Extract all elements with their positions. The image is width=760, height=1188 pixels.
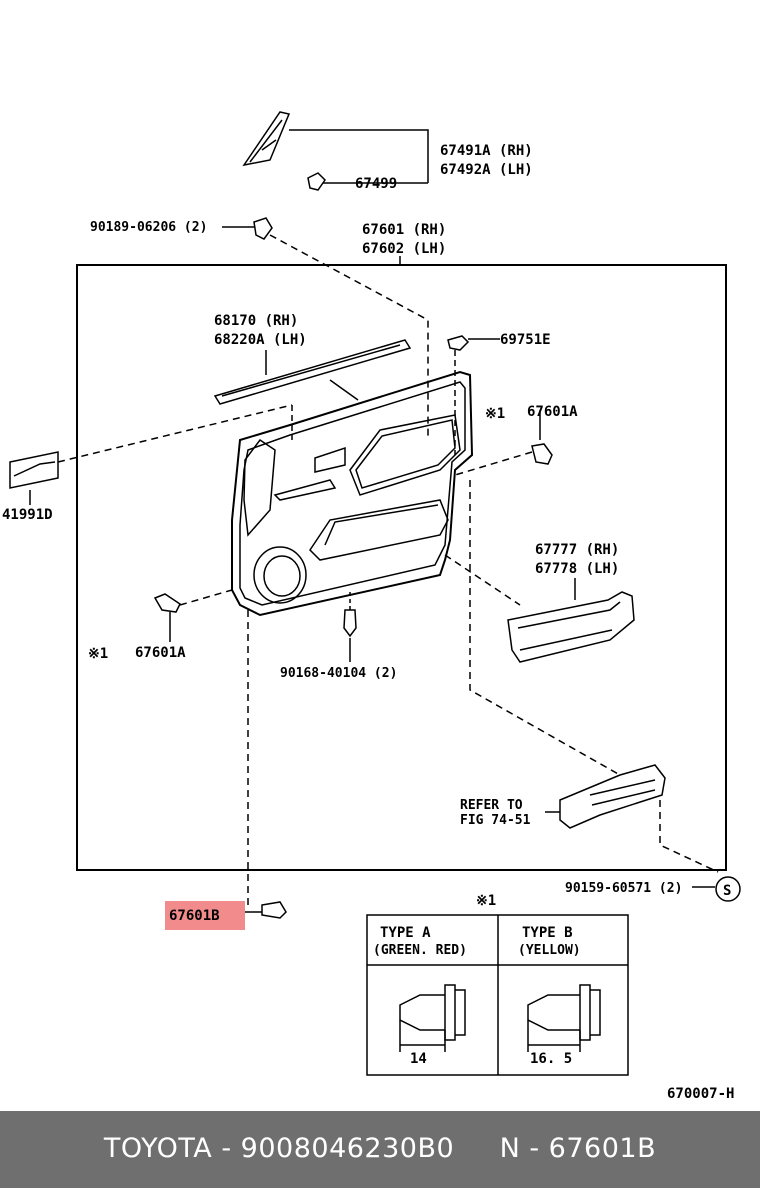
ref-mark-table: ※1 [476, 893, 496, 909]
highlight-67601B [165, 901, 245, 930]
garnish-part [242, 111, 291, 167]
weatherstrip-68170 [213, 339, 412, 405]
switch-base [559, 764, 666, 829]
type-a-clip-drawing [399, 984, 466, 1041]
armrest-67777 [507, 591, 635, 663]
label-67601B: 67601B [169, 908, 220, 924]
screw-90189 [253, 217, 273, 240]
type-b-dimension: 16. 5 [530, 1051, 572, 1067]
label-68170: 68170 (RH) [214, 313, 298, 329]
label-67492A: 67492A (LH) [440, 162, 533, 178]
label-67499: 67499 [355, 176, 397, 192]
label-67777: 67777 (RH) [535, 542, 619, 558]
clip-67601A-left [153, 593, 181, 613]
diagram-code: 670007-H [667, 1086, 734, 1102]
s-symbol-circle [715, 876, 741, 902]
clip-67601A-top [531, 443, 553, 465]
label-refer-to: REFER TO [460, 798, 523, 813]
badge-41991D [9, 451, 59, 489]
label-90168: 90168-40104 (2) [280, 666, 397, 681]
speaker-grille [253, 546, 307, 604]
label-90189: 90189-06206 (2) [90, 220, 207, 235]
type-a-title: TYPE A [380, 925, 431, 941]
type-a-subtitle: (GREEN. RED) [373, 943, 467, 958]
label-69751E: 69751E [500, 332, 551, 348]
screw-90168 [343, 609, 357, 638]
label-67601A-left: 67601A [135, 645, 186, 661]
type-b-title: TYPE B [522, 925, 573, 941]
label-90159: 90159-60571 (2) [565, 881, 682, 896]
label-67491A: 67491A (RH) [440, 143, 533, 159]
label-67778: 67778 (LH) [535, 561, 619, 577]
label-68220A: 68220A (LH) [214, 332, 307, 348]
type-b-subtitle: (YELLOW) [518, 943, 581, 958]
s-symbol-text: S [723, 883, 731, 899]
type-b-clip-drawing [527, 984, 601, 1041]
label-67602: 67602 (LH) [362, 241, 446, 257]
clip-67601B [261, 901, 287, 919]
ref-mark-top: ※1 [485, 406, 505, 422]
label-67601: 67601 (RH) [362, 222, 446, 238]
footer-part-number: TOYOTA - 9008046230B0 N - 67601B [103, 1133, 657, 1164]
type-a-dimension: 14 [410, 1051, 427, 1067]
label-fig-74-51: FIG 74-51 [460, 813, 531, 828]
clip-67499 [307, 172, 326, 191]
clip-69751E [447, 335, 470, 351]
label-67601A-top: 67601A [527, 404, 578, 420]
label-41991D: 41991D [2, 507, 53, 523]
parts-diagram: 67491A (RH) 67492A (LH) 67499 90189-0620… [2, 111, 741, 1102]
footer-bar: TOYOTA - 9008046230B0 N - 67601B [0, 1111, 760, 1188]
ref-mark-left: ※1 [88, 646, 108, 662]
door-trim-panel [231, 370, 474, 617]
assembly-frame [76, 264, 727, 871]
